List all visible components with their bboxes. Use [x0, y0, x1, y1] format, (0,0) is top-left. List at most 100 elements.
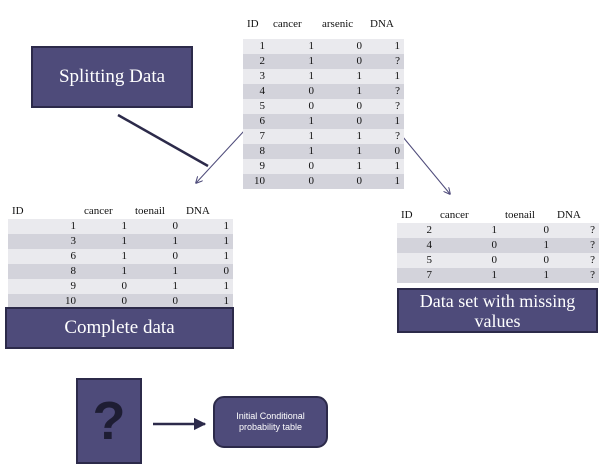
table-cell: 6 — [8, 249, 80, 264]
table-cell: 0 — [80, 279, 131, 294]
table-cell: 4 — [397, 238, 436, 253]
table-cell: 1 — [131, 234, 182, 249]
table-cell: 3 — [8, 234, 80, 249]
table-cell: 0 — [131, 219, 182, 234]
arrow-to-complete — [196, 130, 245, 183]
table-cell: 0 — [318, 39, 366, 54]
table-cell: 1 — [269, 129, 318, 144]
table-cell: 0 — [182, 264, 233, 279]
table-cell: 9 — [243, 159, 269, 174]
splitting-data-label: Splitting Data — [58, 66, 166, 87]
table-cell: 1 — [366, 114, 404, 129]
table-cell: 1 — [501, 268, 553, 283]
table-cell: 8 — [8, 264, 80, 279]
table-cell: 9 — [8, 279, 80, 294]
table-cell: ? — [553, 268, 599, 283]
column-header: toenail — [501, 208, 553, 223]
table-cell: 0 — [269, 99, 318, 114]
table-cell: 0 — [436, 238, 501, 253]
table-cell: 1 — [436, 268, 501, 283]
table-cell: 0 — [501, 223, 553, 238]
column-header: cancer — [269, 9, 318, 39]
table-cell: 1 — [8, 219, 80, 234]
table-cell: ? — [366, 99, 404, 114]
table-cell: 1 — [182, 219, 233, 234]
complete-data-box: Complete data — [5, 307, 234, 349]
table-cell: 0 — [269, 174, 318, 189]
table-cell: 1 — [269, 114, 318, 129]
table-cell: 3 — [243, 69, 269, 84]
table-cell: ? — [553, 253, 599, 268]
table-cell: 1 — [80, 219, 131, 234]
table-cell: 1 — [366, 39, 404, 54]
table-cell: 1 — [366, 69, 404, 84]
splitting-data-box: Splitting Data — [31, 46, 193, 108]
table-cell: 1 — [80, 234, 131, 249]
table-cell: ? — [366, 54, 404, 69]
table-cell: 1 — [318, 84, 366, 99]
table-cell: 0 — [501, 253, 553, 268]
table-cell: 1 — [318, 159, 366, 174]
table-cell: 0 — [80, 294, 131, 309]
table-cell: 5 — [243, 99, 269, 114]
table-cell: 4 — [243, 84, 269, 99]
column-header: ID — [243, 9, 269, 39]
table-cell: 0 — [318, 174, 366, 189]
table-cell: 8 — [243, 144, 269, 159]
table-cell: 0 — [269, 84, 318, 99]
table-cell: 7 — [397, 268, 436, 283]
question-mark-icon: ? — [92, 391, 126, 451]
column-header: DNA — [553, 208, 599, 223]
table-cell: 1 — [318, 69, 366, 84]
table-cell: 1 — [366, 174, 404, 189]
column-header: cancer — [436, 208, 501, 223]
table-cell: 0 — [269, 159, 318, 174]
column-header: toenail — [131, 185, 182, 219]
table-cell: 10 — [8, 294, 80, 309]
cpt-label: Initial Conditional probability table — [236, 411, 305, 432]
table-cell: 1 — [131, 279, 182, 294]
table-cell: 6 — [243, 114, 269, 129]
column-header: ID — [397, 208, 436, 223]
table-cell: 0 — [318, 54, 366, 69]
column-header: arsenic — [318, 9, 366, 39]
table-cell: 5 — [397, 253, 436, 268]
column-header: DNA — [182, 185, 233, 219]
column-header: cancer — [80, 185, 131, 219]
table-cell: 1 — [80, 249, 131, 264]
table-cell: 1 — [182, 234, 233, 249]
table-cell: 7 — [243, 129, 269, 144]
table-cell: 1 — [182, 294, 233, 309]
table-cell: ? — [366, 129, 404, 144]
table-cell: 1 — [318, 144, 366, 159]
missing-values-box: Data set with missing values — [397, 288, 598, 333]
table-cell: ? — [366, 84, 404, 99]
table-cell: 1 — [436, 223, 501, 238]
table-cell: 0 — [318, 114, 366, 129]
table-cell: ? — [553, 223, 599, 238]
table-cell: 1 — [366, 159, 404, 174]
table-cell: 0 — [131, 249, 182, 264]
table-cell: 0 — [131, 294, 182, 309]
table-cell: 1 — [131, 264, 182, 279]
